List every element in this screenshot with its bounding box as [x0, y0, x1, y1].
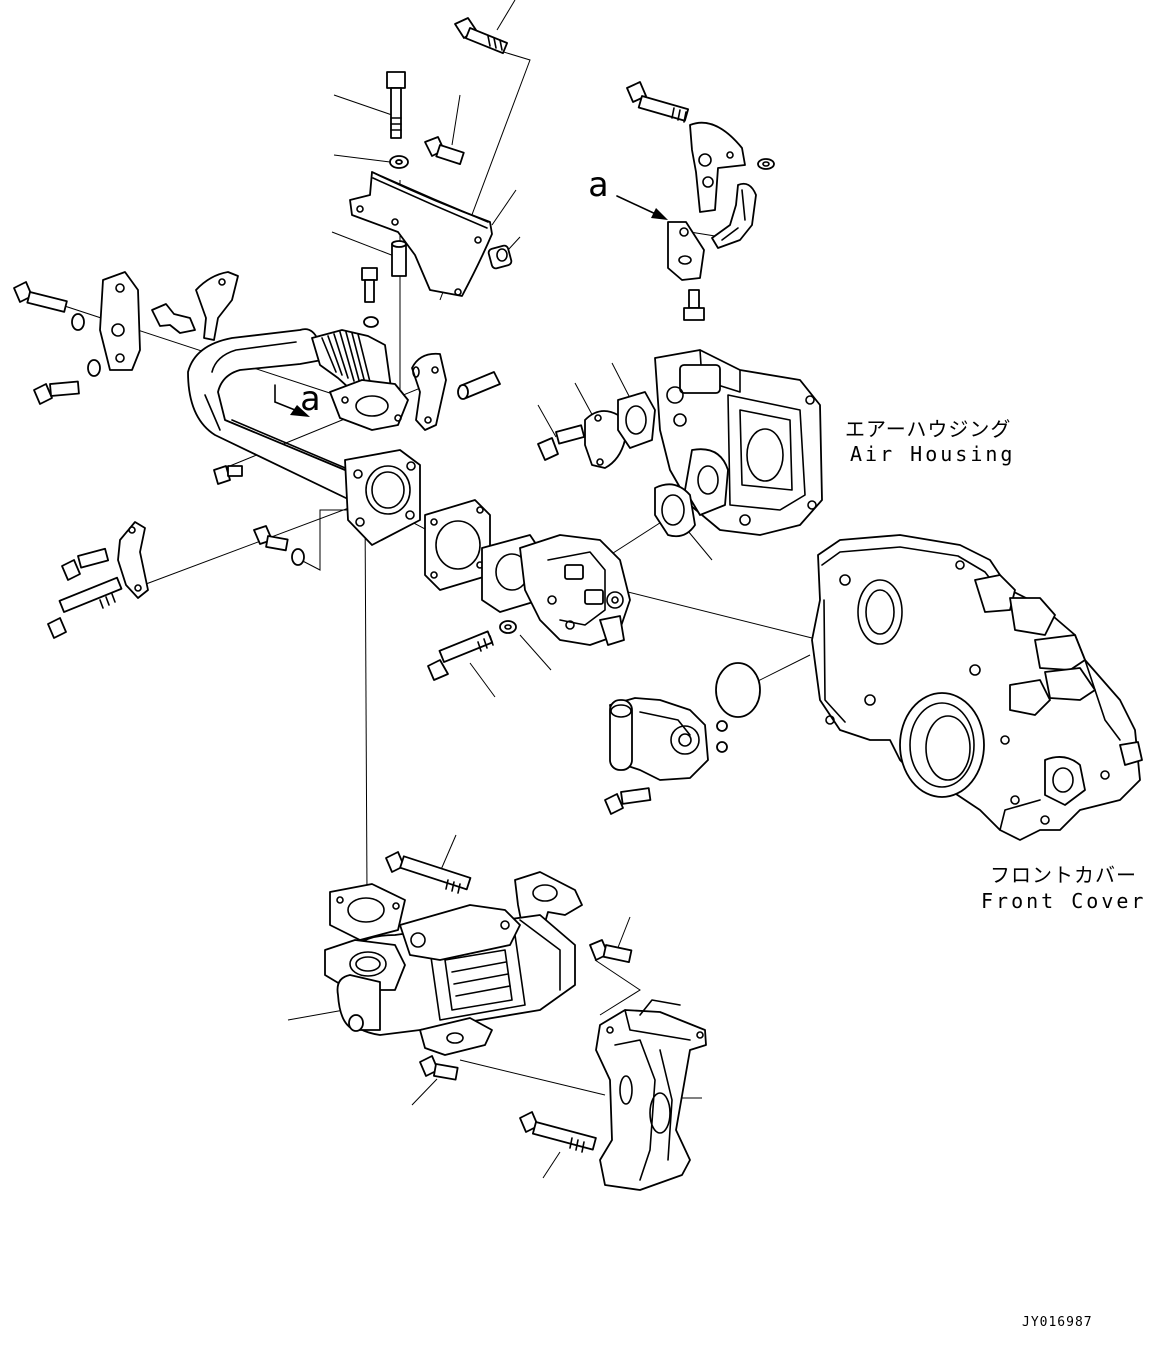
- spacer: [391, 243, 407, 277]
- upper-right-bracket: [616, 81, 775, 321]
- nut: [487, 244, 513, 270]
- view-label-a-top: a: [588, 165, 608, 205]
- washer: [363, 316, 379, 328]
- cooler-bracket: [519, 999, 707, 1191]
- air-housing: [537, 349, 823, 538]
- front-cover-label-jp: フロントカバー: [990, 863, 1137, 887]
- intake-unit: [604, 662, 761, 815]
- egr-pipe-with-bellows: [187, 328, 501, 546]
- front-cover: [811, 534, 1143, 841]
- bolt: [386, 71, 406, 139]
- left-pipe-clamp-assembly: [13, 271, 239, 405]
- left-lower-clamp: [47, 521, 305, 639]
- bolt: [454, 17, 508, 55]
- front-cover-label-en: Front Cover: [981, 889, 1146, 913]
- o-ring: [715, 662, 761, 718]
- upper-hardware: [349, 17, 513, 328]
- view-label-a-left: a: [300, 379, 320, 419]
- air-housing-label-en: Air Housing: [850, 442, 1015, 466]
- bolt: [361, 267, 378, 303]
- egr-cooler: [324, 851, 633, 1081]
- egr-valve-assembly: [424, 499, 631, 681]
- bolt: [424, 136, 465, 166]
- drawing-id: JY016987: [1022, 1315, 1093, 1330]
- air-housing-label-jp: エアーハウジング: [845, 417, 1011, 441]
- bolt: [683, 289, 705, 321]
